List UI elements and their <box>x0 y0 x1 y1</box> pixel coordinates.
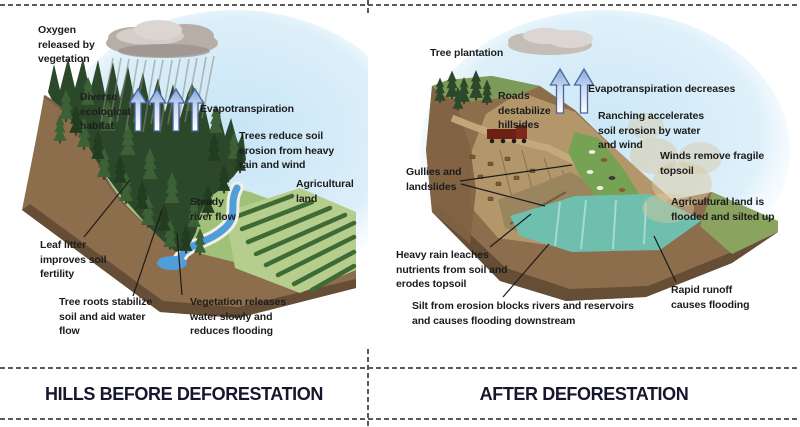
label-agri-flooded: Agricultural land is flooded and silted … <box>671 196 775 223</box>
dust-cloud <box>628 113 722 223</box>
cloud-icon <box>508 28 593 55</box>
rain-cloud-icon <box>106 20 218 58</box>
label-oxygen-released: Oxygen released by vegetation <box>38 24 95 65</box>
label-leaf-litter: Leaf litter improves soil fertility <box>40 239 107 280</box>
label-gullies-landslides: Gullies and landslides <box>406 166 462 193</box>
label-steady-river-flow: Steady river flow <box>190 196 236 223</box>
caption-cell-after: AFTER DEFORESTATION <box>368 369 800 419</box>
silted-farmland <box>700 192 778 254</box>
label-trees-reduce-erosion: Trees reduce soil erosion from heavy rai… <box>239 130 335 171</box>
rain-streaks <box>100 55 215 133</box>
label-heavy-rain-leaches: Heavy rain leaches nutrients from soil a… <box>396 249 508 290</box>
divider-top-tick <box>367 0 369 13</box>
label-evapo-decreases: Evapotranspiration decreases <box>588 83 736 95</box>
label-rapid-runoff: Rapid runoff causes flooding <box>671 284 750 311</box>
label-evapotranspiration: Evapotranspiration <box>200 103 294 115</box>
caption-band-top-line <box>0 367 800 369</box>
caption-before: HILLS BEFORE DEFORESTATION <box>45 383 323 404</box>
label-winds-remove: Winds remove fragile topsoil <box>660 150 765 177</box>
label-diverse-habitat: Diverse ecological habitat <box>80 91 131 132</box>
caption-band-bottom-line <box>0 418 800 420</box>
caption-band: HILLS BEFORE DEFORESTATION AFTER DEFORES… <box>0 369 800 419</box>
label-vegetation-releases: Vegetation releases water slowly and red… <box>190 296 287 337</box>
caption-cell-before: HILLS BEFORE DEFORESTATION <box>0 369 368 419</box>
leader-lines <box>83 179 183 297</box>
top-dashed-line <box>0 4 800 6</box>
label-agricultural-land: Agricultural land <box>296 178 354 205</box>
leader-lines <box>459 164 677 298</box>
flood-water <box>510 194 702 252</box>
tree-plantation <box>432 70 540 111</box>
divider-vertical-line <box>367 349 369 427</box>
label-ranching: Ranching accelerates soil erosion by wat… <box>598 110 704 151</box>
label-roads-destabilize: Roads destabilize hillsides <box>498 90 551 131</box>
before-panel-illustration <box>22 10 368 318</box>
after-panel-illustration <box>420 10 790 301</box>
label-silt-blocks-rivers: Silt from erosion blocks rivers and rese… <box>412 300 634 327</box>
truck-icon <box>487 125 527 144</box>
label-tree-plantation: Tree plantation <box>430 47 504 59</box>
forest <box>48 58 246 256</box>
caption-after: AFTER DEFORESTATION <box>479 383 689 404</box>
farm-fields <box>225 188 357 293</box>
label-tree-roots: Tree roots stabilize soil and aid water … <box>59 296 153 337</box>
